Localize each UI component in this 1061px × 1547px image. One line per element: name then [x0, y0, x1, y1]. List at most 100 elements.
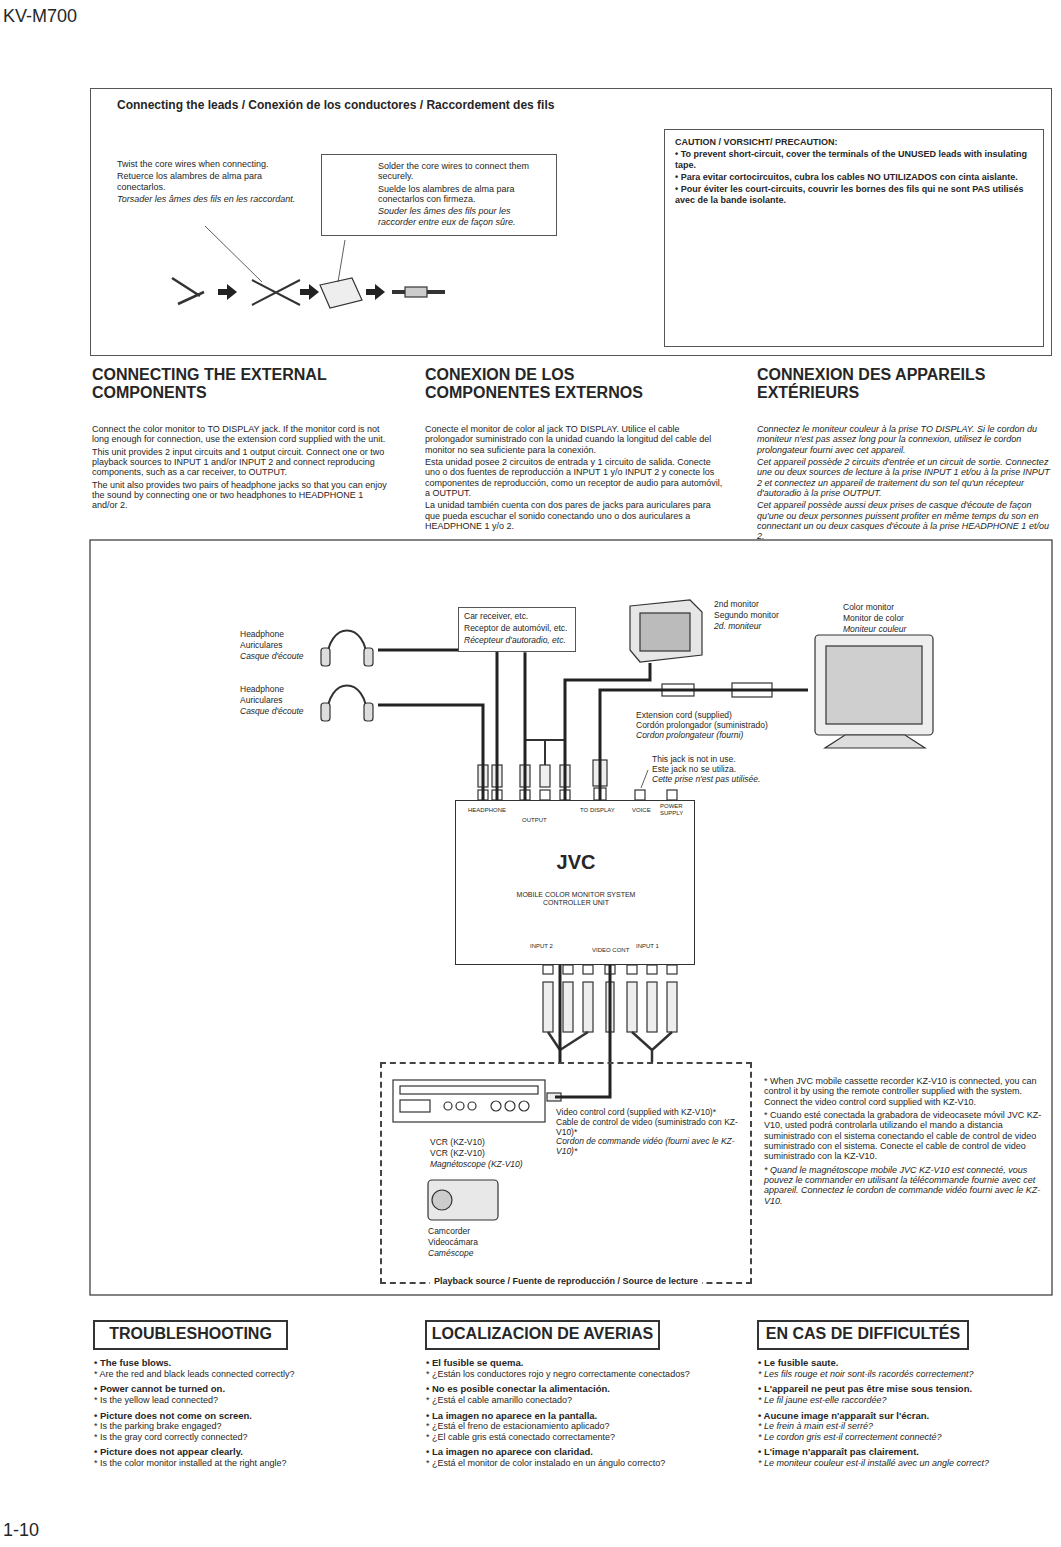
- label-text: Video control cord (supplied with KZ-V10…: [556, 1108, 741, 1118]
- node-text: Souder les âmes des fils pour les raccor…: [378, 206, 548, 227]
- text-column: Extension cord (supplied)Cordón prolonga…: [636, 711, 801, 740]
- node-text: Auriculares: [240, 641, 320, 651]
- node-text: VCR (KZ-V10): [430, 1138, 550, 1148]
- node-text: Solder the core wires to connect them se…: [378, 161, 548, 182]
- node-text: Connecting the leads / Conexión de los c…: [117, 99, 717, 113]
- label-text: • The fuse blows.: [94, 1358, 414, 1369]
- label-text: CONEXION DE LOS COMPONENTES EXTERNOS: [425, 366, 700, 402]
- lead-panel: Connecting the leads / Conexión de los c…: [90, 88, 1052, 356]
- wire-joint: [405, 287, 427, 297]
- label-text: Cet appareil possède 2 circuits d'entrée…: [757, 457, 1052, 498]
- label-text: * ¿Está el freno de estacionamiento apli…: [426, 1421, 746, 1431]
- wire-ends: [172, 278, 204, 304]
- controller-unit: HEADPHONEOUTPUTTO DISPLAYVOICEPOWER SUPP…: [455, 800, 695, 965]
- vcr-body: [393, 1080, 545, 1122]
- label-text: Esta unidad posee 2 circuitos de entrada…: [425, 457, 725, 498]
- text-column: Connect the color monitor to TO DISPLAY …: [92, 424, 390, 513]
- vcr-button: [444, 1102, 452, 1110]
- node-text: LOCALIZACION DE AVERIAS: [431, 1325, 654, 1343]
- label-text: * Les fils rouge et noir sont-ils racord…: [758, 1369, 1053, 1379]
- label-text: La unidad también cuenta con dos pares d…: [425, 500, 725, 531]
- label-text: * Is the color monitor installed at the …: [94, 1458, 414, 1468]
- label-text: • El fusible se quema.: [426, 1358, 746, 1369]
- cable: [559, 965, 562, 1062]
- solder-tape: [320, 278, 362, 308]
- text-column: Conecte el monitor de color al jack TO D…: [425, 424, 725, 533]
- node-text: EN CAS DE DIFFICULTÉS: [763, 1325, 963, 1343]
- node-text: TO DISPLAY: [580, 807, 630, 814]
- label-text: * When JVC mobile cassette recorder KZ-V…: [764, 1076, 1047, 1107]
- label-text: 1-10: [3, 1520, 103, 1541]
- label-text: • Power cannot be turned on.: [94, 1384, 414, 1395]
- node-text: 2nd monitor: [714, 600, 800, 610]
- ear-cup: [321, 648, 330, 666]
- jack: [647, 965, 657, 974]
- text-column: * When JVC mobile cassette recorder KZ-V…: [764, 1076, 1047, 1209]
- camcorder-lens: [432, 1190, 452, 1210]
- node-text: Headphone: [240, 685, 320, 695]
- text-column: • Le fusible saute.* Les fils rouge et n…: [758, 1358, 1053, 1468]
- jack: [583, 965, 593, 974]
- output-wires: [525, 740, 565, 765]
- second-monitor-body: [630, 600, 702, 662]
- node-text: JVC: [536, 851, 616, 874]
- cable: [524, 652, 527, 800]
- vcr-button: [456, 1102, 464, 1110]
- heading-box: EN CAS DE DIFFICULTÉS: [757, 1320, 969, 1350]
- node-text: • Para evitar cortocircuitos, cubra los …: [675, 172, 1033, 182]
- headband: [327, 631, 367, 663]
- label-text: * Le frein à main est-il serré?: [758, 1421, 1053, 1431]
- second-monitor-screen: [640, 613, 690, 651]
- node-text: Torsader les âmes des fils en les raccor…: [117, 194, 297, 204]
- jack: [667, 965, 677, 974]
- node-text: VIDEO CONT: [592, 947, 632, 954]
- node-text: Videocámara: [428, 1238, 538, 1248]
- label-text: * Cuando esté conectada la grabadora de …: [764, 1110, 1047, 1162]
- label-text: • Aucune image n'apparaît sur l'écran.: [758, 1411, 1053, 1422]
- leader-line: [641, 770, 648, 788]
- node-text: VCR (KZ-V10): [430, 1149, 550, 1159]
- cable: [378, 705, 483, 800]
- plug: [667, 982, 677, 1032]
- text-column: 1-10: [3, 1520, 103, 1541]
- node-text: HEADPHONE: [468, 807, 524, 814]
- playback-source: Playback source / Fuente de reproducción…: [380, 1062, 752, 1284]
- label-text: The unit also provides two pairs of head…: [92, 480, 390, 511]
- node-text: POWER SUPPLY: [660, 803, 692, 817]
- node-text: Auriculares: [240, 696, 320, 706]
- node-text: • To prevent short-circuit, cover the te…: [675, 149, 1033, 170]
- plug: [647, 982, 657, 1032]
- step-arrow: [366, 284, 385, 300]
- headphone: HeadphoneAuricularesCasque d'écoute: [238, 677, 378, 729]
- second-monitor: 2nd monitorSegundo monitor2d. moniteur: [628, 597, 800, 663]
- label-text: Cette prise n'est pas utilisée.: [652, 775, 802, 785]
- node-text: Casque d'écoute: [240, 652, 320, 662]
- diagram-frame: [90, 540, 1052, 1295]
- caution-box: CAUTION / VORSICHT/ PRECAUTION:• To prev…: [664, 129, 1044, 347]
- label-text: Cordon de commande vidéo (fourni avec le…: [556, 1137, 741, 1157]
- node-text: MOBILE COLOR MONITOR SYSTEM CONTROLLER U…: [501, 891, 651, 907]
- label-text: Connect the color monitor to TO DISPLAY …: [92, 424, 390, 445]
- text-column: This jack is not in use.Este jack no se …: [652, 755, 802, 784]
- node-text: 2d. moniteur: [714, 622, 800, 632]
- text-column: Video control cord (supplied with KZ-V10…: [556, 1108, 741, 1157]
- plug: [543, 982, 553, 1032]
- vcr-button: [491, 1101, 501, 1111]
- label-text: Conecte el monitor de color al jack TO D…: [425, 424, 725, 455]
- twisted-wires: [252, 280, 300, 305]
- label-text: Cordón prolongador (suministrado): [636, 721, 801, 731]
- cable: [600, 690, 808, 800]
- node-text: TROUBLESHOOTING: [99, 1325, 282, 1343]
- label-text: * Is the gray cord correctly connected?: [94, 1432, 414, 1442]
- jack: [543, 965, 553, 974]
- label-text: • Le fusible saute.: [758, 1358, 1053, 1369]
- node-text: OUTPUT: [522, 817, 572, 824]
- vcr-slot: [400, 1086, 538, 1094]
- label-text: * ¿El cable gris está conectado correcta…: [426, 1432, 746, 1442]
- label-text: * Are the red and black leads connected …: [94, 1369, 414, 1379]
- label-text: * Quand le magnétoscope mobile JVC KZ-V1…: [764, 1165, 1047, 1206]
- label-text: Connectez le moniteur couleur à la prise…: [757, 424, 1052, 455]
- label-text: * ¿Está el monitor de color instalado en…: [426, 1458, 746, 1468]
- node-text: Receptor de automóvil, etc.: [464, 624, 570, 634]
